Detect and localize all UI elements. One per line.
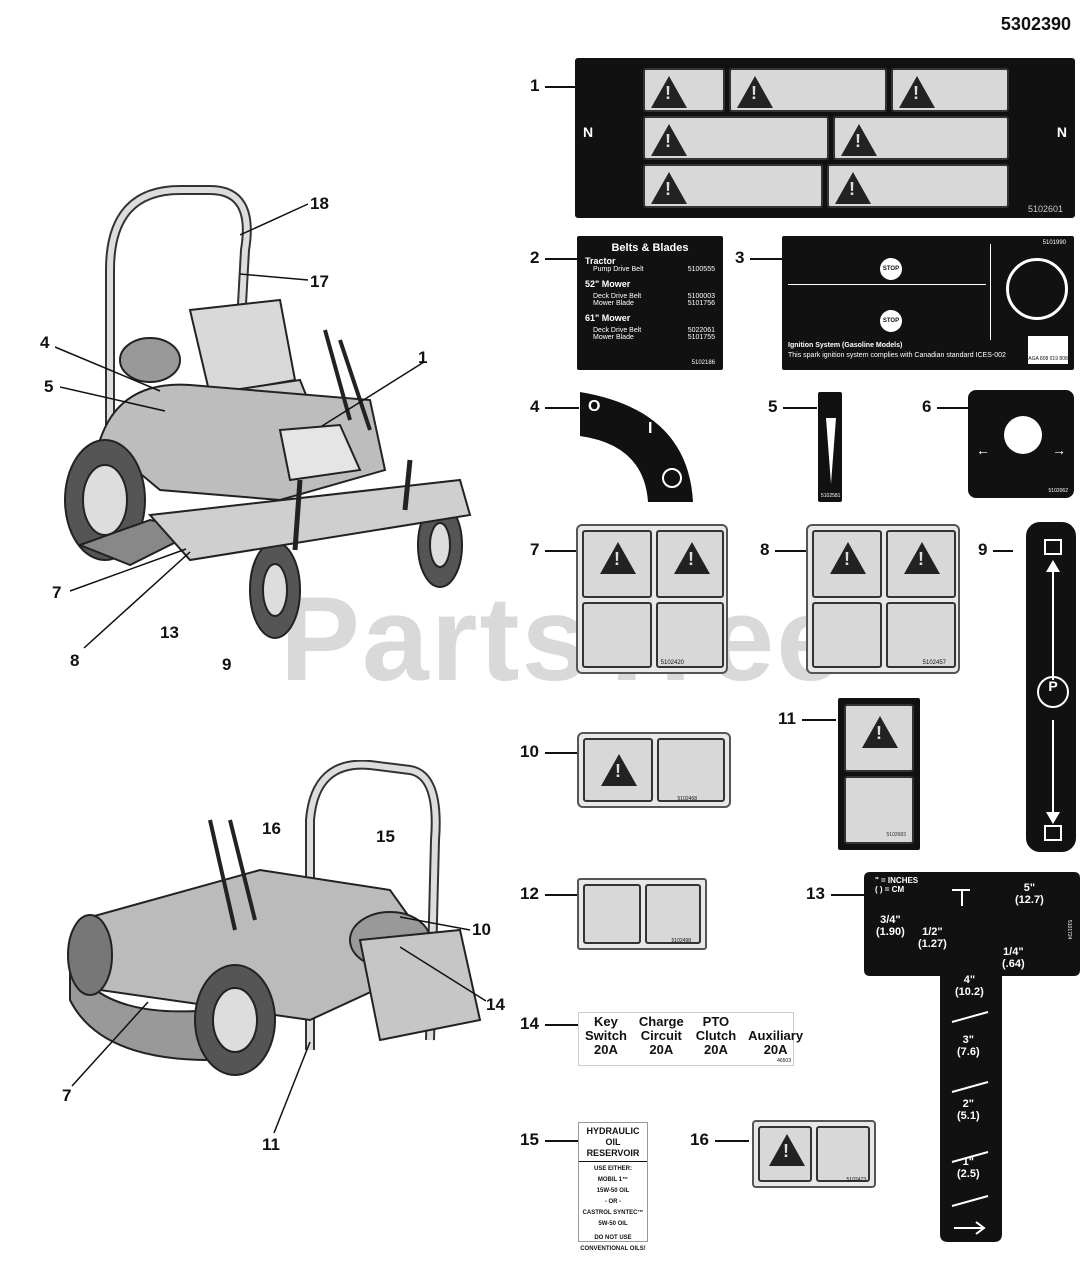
callout-9: 9 xyxy=(222,655,232,674)
callout-14-left: 14 xyxy=(486,995,505,1014)
decal-number-7: 7 xyxy=(530,540,580,560)
decal-5-throttle: 5102581 xyxy=(818,392,842,502)
decal-8-warning: 5102457 xyxy=(806,524,960,674)
watermark: PartsTree™ xyxy=(280,570,863,706)
decal-13-mark-1-2: 1/2"(1.27) xyxy=(918,926,947,950)
decal-13-part-number: 5101724 xyxy=(1066,920,1072,940)
decal-13-mark-4: 4"(10.2) xyxy=(955,974,984,998)
callout-18: 18 xyxy=(310,194,329,213)
decal-13-mark-3-4: 3/4"(1.90) xyxy=(876,914,905,938)
decal-13-height-gauge xyxy=(864,872,1080,1242)
decal-6-fuel-selector: ← → 5102062 xyxy=(968,390,1074,498)
decal-number-2: 2 xyxy=(530,248,580,268)
decal-number-11: 11 xyxy=(778,709,836,729)
callout-8: 8 xyxy=(70,651,80,670)
decal-10-fire: 5102468 xyxy=(577,732,731,808)
callout-16: 16 xyxy=(262,819,281,838)
callout-1: 1 xyxy=(418,348,428,367)
decal-13-mark-3: 3"(7.6) xyxy=(957,1034,980,1058)
decal-number-13: 13 xyxy=(806,884,865,904)
decal-4-on-label: I xyxy=(648,420,653,437)
decal-9-park-brake: P xyxy=(1026,522,1076,852)
callout-7-top: 7 xyxy=(52,583,62,602)
callout-17: 17 xyxy=(310,272,329,291)
callout-10-left: 10 xyxy=(472,920,491,939)
decal-number-4: 4 xyxy=(530,397,580,417)
decal-number-1: 1 xyxy=(530,76,580,96)
decal-7-warning: 5102420 xyxy=(576,524,728,674)
decal-number-16: 16 xyxy=(690,1130,749,1150)
callout-7-bottom: 7 xyxy=(62,1086,72,1105)
decal-13-mark-1: 1"(2.5) xyxy=(957,1156,980,1180)
document-number: 5302390 xyxy=(1000,14,1071,34)
decal-15-hydraulic-oil: HYDRAULIC OIL RESERVOIR USE EITHER: MOBI… xyxy=(578,1122,648,1252)
decal-1-safety-panel: N N 5102601 xyxy=(575,58,1075,218)
decal-4-off-label: O xyxy=(588,398,601,415)
decal-4-ignition-arc xyxy=(580,392,693,502)
decal-13-mark-2: 2"(5.1) xyxy=(957,1098,980,1122)
callout-15: 15 xyxy=(376,827,395,846)
decal-12-read-manual: 5102498 xyxy=(577,878,707,950)
callout-13: 13 xyxy=(160,623,179,642)
decal-number-3: 3 xyxy=(735,248,785,268)
mower-rear-illustration xyxy=(67,760,482,1076)
decal-number-12: 12 xyxy=(520,884,579,904)
decal-3-ignition: 5101990 STOP STOP Ignition System (Gasol… xyxy=(782,236,1074,370)
decal-13-mark-5: 5"(12.7) xyxy=(1015,882,1044,906)
decal-11-rollover: 5102683 xyxy=(838,698,920,850)
callout-5: 5 xyxy=(44,377,54,396)
decal-16-entanglement: 5102473 xyxy=(752,1120,876,1188)
decal-13-legend: " = INCHES( ) = CM xyxy=(875,876,919,894)
decal-number-15: 15 xyxy=(520,1130,579,1150)
callout-11-left: 11 xyxy=(262,1135,280,1154)
decal-number-10: 10 xyxy=(520,742,579,762)
decal-number-5: 5 xyxy=(768,397,818,417)
decal-number-9: 9 xyxy=(978,540,1014,560)
decal-number-8: 8 xyxy=(760,540,810,560)
decal-number-6: 6 xyxy=(922,397,972,417)
mower-front-illustration xyxy=(64,185,472,639)
decal-number-14: 14 xyxy=(520,1014,579,1034)
decal-13-mark-1-4: 1/4"(.64) xyxy=(1002,946,1025,970)
callout-4: 4 xyxy=(40,333,50,352)
